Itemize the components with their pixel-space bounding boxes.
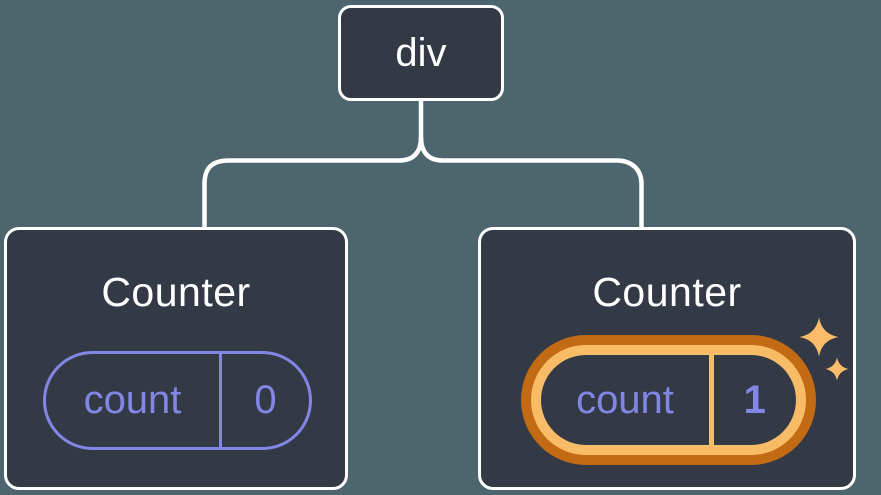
counter-card-right: Counter count 1 bbox=[478, 227, 856, 490]
state-pill-divider bbox=[219, 354, 222, 447]
highlight-ring-inner: count 1 bbox=[531, 345, 806, 455]
root-node-label: div bbox=[395, 31, 447, 75]
state-pill: count 0 bbox=[43, 351, 312, 450]
counter-card-left: Counter count 0 bbox=[4, 227, 348, 490]
connector-branch-right bbox=[418, 136, 644, 229]
card-title: Counter bbox=[592, 269, 742, 315]
state-pill-highlighted: count 1 bbox=[541, 355, 796, 445]
state-key-label: count bbox=[83, 378, 182, 422]
state-value-label: 1 bbox=[743, 377, 766, 422]
sparkle-star-small bbox=[825, 357, 849, 381]
sparkles-icon bbox=[799, 317, 849, 381]
root-node: div bbox=[338, 5, 504, 101]
sparkle-star-large bbox=[799, 317, 839, 357]
state-pill-divider bbox=[709, 355, 714, 445]
state-value-label: 0 bbox=[254, 378, 277, 422]
highlight-ring-outer: count 1 bbox=[521, 335, 816, 465]
card-title: Counter bbox=[101, 269, 251, 315]
connector-branch-left bbox=[202, 136, 424, 229]
state-key-label: count bbox=[576, 377, 674, 422]
